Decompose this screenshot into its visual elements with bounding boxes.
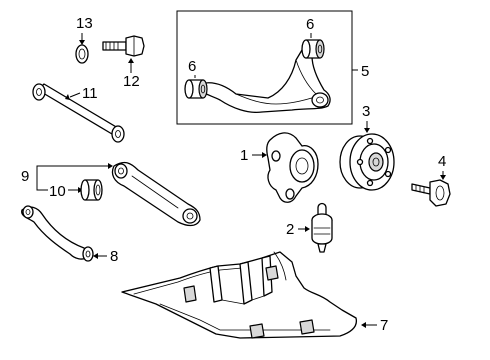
part-8-toe-link	[21, 205, 94, 262]
leader-11	[65, 92, 81, 100]
part-5-upper-control-arm	[199, 48, 331, 114]
part-6-bushing-right	[301, 39, 325, 59]
callout-3: 3	[362, 103, 370, 120]
part-1-knuckle	[266, 132, 319, 203]
part-4-hub-bolt	[411, 179, 451, 207]
leader-12	[128, 58, 134, 73]
leader-2	[298, 226, 310, 232]
callout-6-left: 6	[188, 58, 196, 75]
callout-9: 9	[21, 168, 29, 185]
part-2-ball-joint	[311, 202, 333, 253]
callout-5: 5	[361, 63, 369, 80]
part-6-bushing-left	[184, 79, 208, 99]
part-5-assembly-box	[176, 10, 353, 125]
part-9-camber-link	[111, 161, 201, 227]
leader-1	[252, 152, 267, 158]
part-11-lateral-link	[32, 83, 125, 143]
leader-4	[440, 171, 446, 180]
callout-8: 8	[110, 248, 118, 265]
callout-10: 10	[49, 183, 66, 200]
leader-9	[36, 163, 113, 191]
callout-2: 2	[286, 221, 294, 238]
part-10-bushing	[80, 179, 103, 201]
part-12-bolt	[102, 35, 145, 57]
leader-3	[364, 121, 370, 133]
leader-13	[79, 33, 85, 45]
callout-11: 11	[82, 85, 98, 102]
leader-8	[93, 253, 107, 259]
part-13-washer	[75, 44, 89, 64]
callout-7: 7	[380, 317, 388, 334]
callout-6-right: 6	[306, 16, 314, 33]
callout-4: 4	[438, 153, 446, 170]
part-3-wheel-hub	[339, 133, 395, 191]
callout-13: 13	[76, 15, 93, 32]
part-7-subframe	[121, 251, 358, 339]
leader-7	[361, 322, 377, 328]
callout-12: 12	[123, 73, 140, 90]
callout-1: 1	[240, 147, 248, 164]
